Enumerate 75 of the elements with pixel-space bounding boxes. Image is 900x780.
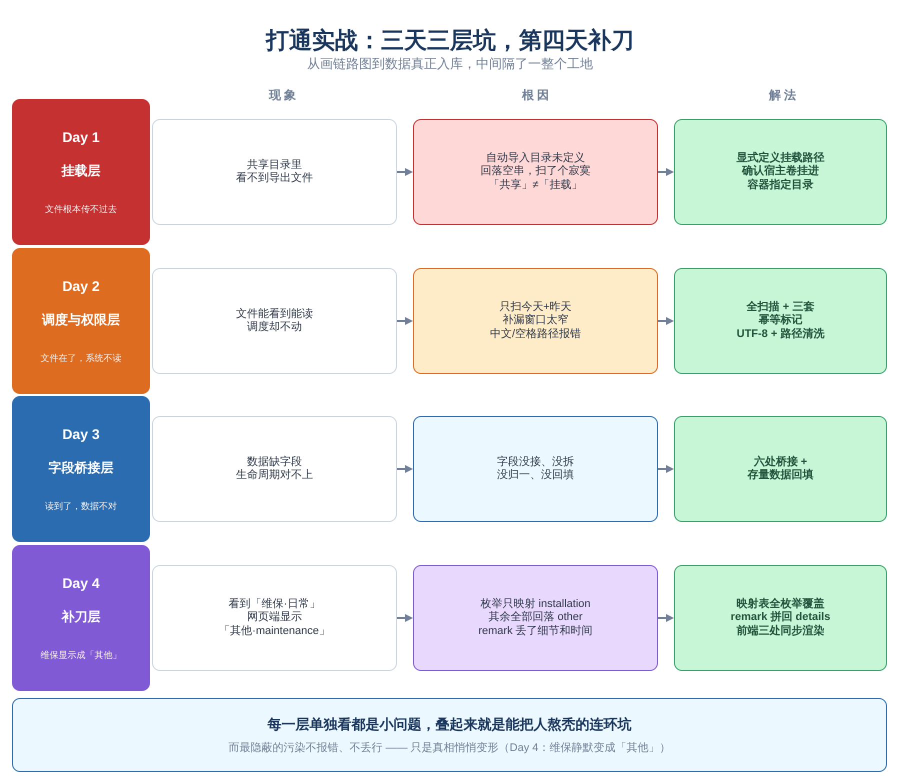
cause-text: 枚举只映射 installation — [480, 598, 591, 610]
cause-text: 补漏窗口太窄 — [502, 314, 568, 328]
day-label: Day 4 — [62, 574, 100, 592]
cause-text: 只扫今天+昨天 — [499, 300, 572, 314]
cause-box — [413, 268, 658, 374]
title: 打通实战：三天三层坑，第四天补刀 — [266, 26, 634, 54]
symptom-text: 看不到导出文件 — [236, 172, 313, 186]
fix-text: 六处桥接 + — [754, 456, 808, 468]
fix-box — [674, 119, 887, 225]
column-header: 现象 — [269, 87, 299, 103]
fix-text: 前端三处同步渲染 — [736, 624, 824, 638]
cause-text: 回落空串，扫了个寂寞 — [480, 165, 590, 178]
layer-note: 读到了，数据不对 — [45, 500, 117, 513]
symptom-text: 网页端显示 — [247, 611, 302, 625]
fix-box — [674, 268, 887, 374]
fix-text: 映射表全枚举覆盖 — [736, 598, 824, 610]
symptom-text: 共享目录里 — [247, 158, 302, 172]
cause-text: remark 丢了细节和时间 — [478, 624, 593, 638]
symptom-text: 生命周期对不上 — [236, 469, 313, 482]
fix-text: remark 拼回 details — [730, 611, 830, 624]
fix-text: 存量数据回填 — [748, 469, 814, 482]
arrow — [397, 168, 413, 176]
summary-note: 而最隐蔽的污染不报错、不丢行 —— 只是真相悄悄变形（Day 4：维保静默变成「其他」） — [228, 741, 670, 755]
subtitle: 从画链路图到数据真正入库，中间隔了一整个工地 — [307, 56, 593, 72]
day-box — [12, 99, 150, 245]
fix-box — [674, 416, 887, 522]
fix-text: 显式定义挂载路径 — [736, 152, 824, 164]
cause-text: 「共享」≠「挂载」 — [488, 178, 583, 192]
arrow — [658, 168, 674, 176]
symptom-box — [152, 416, 397, 522]
layer-note: 文件在了，系统不读 — [40, 352, 122, 365]
day-box — [12, 545, 150, 691]
symptom-box — [152, 565, 397, 671]
symptom-box — [152, 119, 397, 225]
day-label: Day 1 — [62, 128, 100, 146]
symptom-text: 看到「维保·日常」 — [228, 598, 320, 611]
day-box — [12, 396, 150, 542]
cause-text: 中文/空格路径报错 — [490, 328, 582, 342]
layer-note: 维保显示成「其他」 — [40, 649, 122, 662]
symptom-text: 调度却不动 — [247, 321, 302, 334]
symptom-text: 「其他·maintenance」 — [219, 624, 330, 638]
column-header: 解法 — [769, 87, 799, 103]
cause-box — [413, 416, 658, 522]
symptom-box — [152, 268, 397, 374]
arrow — [658, 465, 674, 473]
symptom-text: 文件能看到能读 — [236, 308, 313, 320]
fix-text: UTF-8 + 路径清洗 — [736, 328, 824, 342]
layer-note: 文件根本传不过去 — [45, 203, 117, 216]
layer-name: 挂载层 — [62, 162, 100, 180]
day-label: Day 3 — [62, 425, 100, 443]
day-box — [12, 248, 150, 394]
arrow — [397, 465, 413, 473]
layer-name: 调度与权限层 — [42, 311, 120, 329]
symptom-text: 数据缺字段 — [247, 456, 302, 469]
arrow — [397, 317, 413, 325]
fix-text: 幂等标记 — [758, 314, 802, 328]
cause-text: 字段没接、没拆 — [497, 456, 574, 469]
summary-heading: 每一层单独看都是小问题，叠起来就是能把人熬秃的连环坑 — [268, 715, 632, 733]
cause-text: 没归一、没回填 — [497, 469, 574, 482]
fix-box — [674, 565, 887, 671]
summary-box — [12, 698, 887, 772]
layer-name: 补刀层 — [62, 608, 100, 626]
day-label: Day 2 — [62, 277, 100, 295]
cause-text: 其余全部回落 other — [488, 611, 583, 625]
cause-text: 自动导入目录未定义 — [486, 152, 585, 164]
arrow — [658, 614, 674, 622]
fix-text: 全扫描 + 三套 — [746, 300, 814, 314]
arrow — [658, 317, 674, 325]
fix-text: 确认宿主卷挂进 — [742, 165, 819, 178]
cause-box — [413, 565, 658, 671]
fix-text: 容器指定目录 — [748, 178, 814, 192]
layer-name: 字段桥接层 — [48, 459, 114, 477]
cause-box — [413, 119, 658, 225]
column-header: 根因 — [522, 87, 552, 103]
arrow — [397, 614, 413, 622]
